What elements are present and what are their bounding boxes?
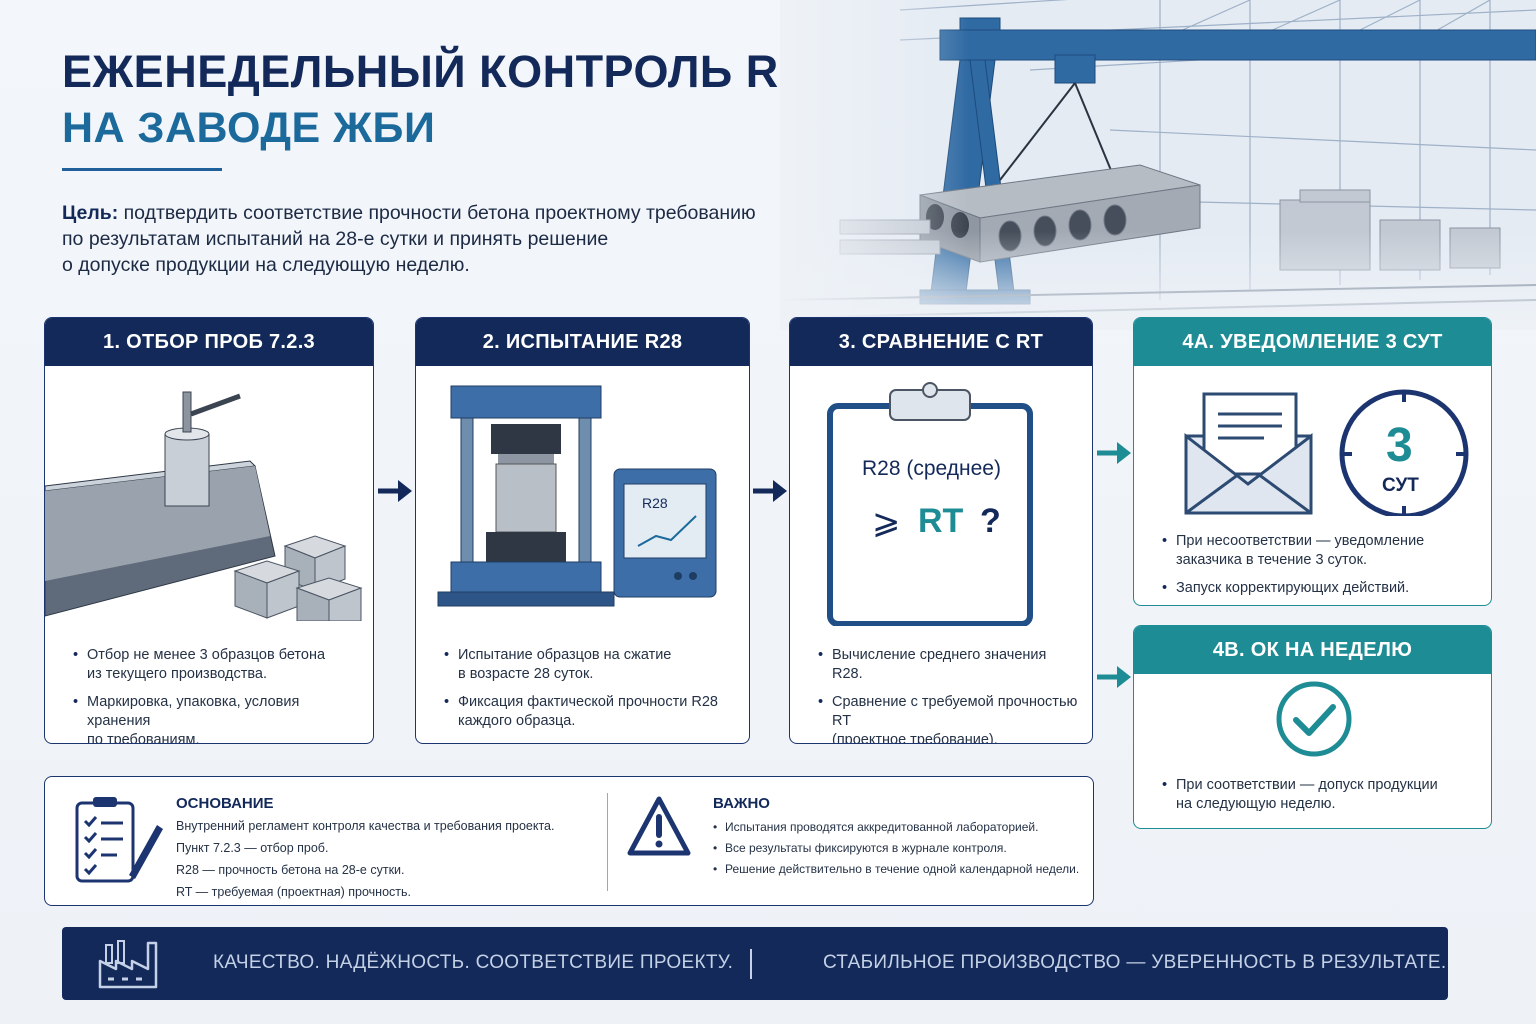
formula-rt: RT bbox=[918, 502, 964, 540]
list-item: Сравнение с требуемой прочностью RT(прое… bbox=[818, 693, 1078, 743]
clock-number: 3 bbox=[1386, 419, 1413, 472]
formula-line-1: R28 (среднее) bbox=[862, 457, 1001, 480]
formula-question: ? bbox=[980, 502, 1001, 540]
compression-press-icon: R28 bbox=[437, 385, 717, 607]
step-card-1: 1. ОТБОР ПРОБ 7.2.3 Отбор не менее 3 обр… bbox=[44, 317, 374, 744]
basis-lines: Внутренний регламент контроля качества и… bbox=[176, 815, 554, 903]
arrow-right-icon bbox=[1097, 666, 1131, 688]
basis-title: ОСНОВАНИЕ bbox=[176, 795, 274, 812]
page-title: ЕЖЕНЕДЕЛЬНЫЙ КОНТРОЛЬ R28 bbox=[62, 46, 830, 97]
checkmark-circle-icon bbox=[1276, 681, 1352, 757]
info-divider bbox=[607, 793, 608, 891]
basis-line: Пункт 7.2.3 — отбор проб. bbox=[176, 841, 329, 855]
checklist-pen-icon bbox=[75, 797, 163, 883]
step-3-bullets: Вычисление среднего значения R28. Сравне… bbox=[818, 646, 1078, 743]
list-item: Фиксация фактической прочности R28каждог… bbox=[444, 693, 735, 731]
basis-line: RT — требуемая (проектная) прочность. bbox=[176, 885, 411, 899]
step-3-title: 3. СРАВНЕНИЕ С RT bbox=[790, 318, 1092, 366]
envelope-letter-icon bbox=[1184, 392, 1313, 515]
clipboard-icon bbox=[827, 382, 1033, 626]
warning-triangle-icon bbox=[627, 796, 691, 856]
factory-icon bbox=[98, 940, 158, 989]
footer-slogan-right: СТАБИЛЬНОЕ ПРОИЗВОДСТВО — УВЕРЕННОСТЬ В … bbox=[823, 952, 1447, 973]
clock-icon bbox=[1339, 389, 1469, 516]
title-underline bbox=[62, 168, 222, 171]
step-4a-bullets: При несоответствии — уведомлениезаказчик… bbox=[1162, 532, 1477, 605]
step-1-title: 1. ОТБОР ПРОБ 7.2.3 bbox=[45, 318, 373, 366]
list-item: Маркировка, упаковка, условия храненияпо… bbox=[73, 693, 359, 743]
step-card-4b: 4В. ОК НА НЕДЕЛЮ При соответствии — допу… bbox=[1133, 625, 1492, 829]
list-item: При несоответствии — уведомлениезаказчик… bbox=[1162, 532, 1477, 570]
info-panel: ОСНОВАНИЕ Внутренний регламент контроля … bbox=[44, 776, 1094, 906]
important-line: Испытания проводятся аккредитованной лаб… bbox=[713, 817, 1079, 838]
arrow-right-icon bbox=[378, 480, 412, 502]
important-line: Решение действительно в течение одной ка… bbox=[713, 859, 1079, 880]
step-2-title: 2. ИСПЫТАНИЕ R28 bbox=[416, 318, 749, 366]
page-subtitle: НА ЗАВОДЕ ЖБИ bbox=[62, 104, 436, 152]
arrow-right-icon bbox=[753, 480, 787, 502]
goal-line-1: подтвердить соответствие прочности бетон… bbox=[123, 202, 756, 224]
important-line: Все результаты фиксируются в журнале кон… bbox=[713, 838, 1079, 859]
factory-crane-illustration bbox=[780, 0, 1536, 330]
footer-banner: КАЧЕСТВО. НАДЁЖНОСТЬ. СООТВЕТСТВИЕ ПРОЕК… bbox=[62, 927, 1448, 1000]
basis-line: R28 — прочность бетона на 28-е сутки. bbox=[176, 863, 405, 877]
goal-text: Цель: подтвердить соответствие прочности… bbox=[62, 200, 782, 278]
step-card-3: 3. СРАВНЕНИЕ С RT R28 (среднее) ⩾ RT ? В… bbox=[789, 317, 1093, 744]
goal-label: Цель: bbox=[62, 202, 119, 224]
important-title: ВАЖНО bbox=[713, 795, 770, 812]
goal-line-3: о допуске продукции на следующую неделю. bbox=[62, 254, 470, 276]
basis-line: Внутренний регламент контроля качества и… bbox=[176, 819, 555, 833]
important-lines: Испытания проводятся аккредитованной лаб… bbox=[713, 817, 1079, 880]
list-item: Вычисление среднего значения R28. bbox=[818, 646, 1078, 684]
step-4a-title: 4А. УВЕДОМЛЕНИЕ 3 СУТ bbox=[1134, 318, 1491, 366]
formula-operator: ⩾ bbox=[872, 503, 901, 541]
goal-line-2: по результатам испытаний на 28-е сутки и… bbox=[62, 228, 609, 250]
monitor-label: R28 bbox=[642, 495, 668, 511]
footer-slogan-left: КАЧЕСТВО. НАДЁЖНОСТЬ. СООТВЕТСТВИЕ ПРОЕК… bbox=[213, 952, 734, 973]
step-4b-title: 4В. ОК НА НЕДЕЛЮ bbox=[1134, 626, 1491, 674]
clock-unit: СУТ bbox=[1382, 475, 1419, 496]
notification-illustration bbox=[1184, 389, 1469, 516]
arrow-right-icon bbox=[1097, 442, 1131, 464]
list-item: Запуск корректирующих действий. bbox=[1162, 579, 1477, 598]
step-card-2: 2. ИСПЫТАНИЕ R28 R28 Испытание образцов … bbox=[415, 317, 750, 744]
step-card-4a: 4А. УВЕДОМЛЕНИЕ 3 СУТ 3 СУТ При несоотве… bbox=[1133, 317, 1492, 606]
concrete-sampling-icon bbox=[45, 391, 363, 621]
footer-separator bbox=[750, 949, 752, 979]
